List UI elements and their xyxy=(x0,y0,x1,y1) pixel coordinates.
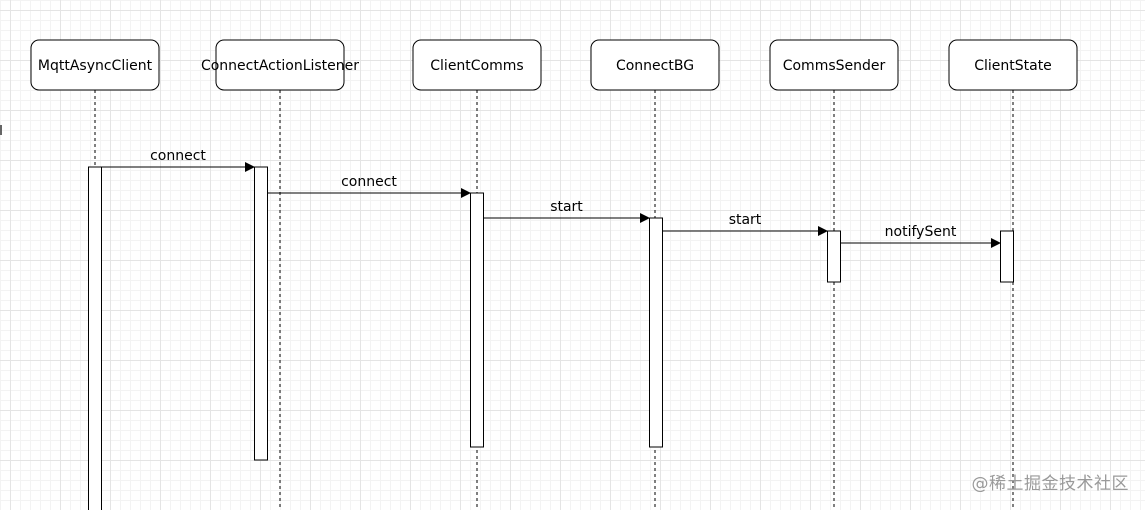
left-edge-marker xyxy=(0,125,2,135)
message-start-3[interactable]: start xyxy=(663,212,828,236)
lifeline-commssender: CommsSender xyxy=(769,39,899,510)
message-label: connect xyxy=(150,148,206,164)
activation-bar-clientstate[interactable] xyxy=(1000,230,1014,283)
lifeline-mqttasyncclient: MqttAsyncClient xyxy=(30,39,160,510)
lifeline-label: ConnectBG xyxy=(616,58,694,74)
message-label: connect xyxy=(341,174,397,190)
message-notifysent-4[interactable]: notifySent xyxy=(841,224,1001,248)
lifeline-clientcomms: ClientComms xyxy=(412,39,542,510)
lifeline-label: ClientComms xyxy=(430,58,523,74)
lifeline-label: ConnectActionListener xyxy=(201,58,359,74)
activation-bar-clientcomms[interactable] xyxy=(470,192,484,448)
lifeline-header-box[interactable] xyxy=(30,39,160,91)
lifeline-clientstate: ClientState xyxy=(948,39,1078,510)
activation-bar-mqttasyncclient[interactable] xyxy=(88,166,102,510)
lifeline-connectactionlistener: ConnectActionListener xyxy=(201,39,359,510)
lifeline-header-box[interactable] xyxy=(215,39,345,91)
lifeline-header-box[interactable] xyxy=(590,39,720,91)
lifeline-label: ClientState xyxy=(974,58,1052,74)
activation-bar-commssender[interactable] xyxy=(827,230,841,283)
lifeline-header-box[interactable] xyxy=(948,39,1078,91)
watermark-text: @稀土掘金技术社区 xyxy=(971,474,1129,494)
message-connect-0[interactable]: connect xyxy=(102,148,255,172)
lifeline-header-box[interactable] xyxy=(412,39,542,91)
message-label: notifySent xyxy=(885,224,957,240)
lifeline-label: MqttAsyncClient xyxy=(38,58,153,74)
activation-bar-connectactionlistener[interactable] xyxy=(254,166,268,461)
activation-bar-connectbg[interactable] xyxy=(649,217,663,448)
message-label: start xyxy=(550,199,583,215)
message-label: start xyxy=(729,212,762,228)
lifeline-label: CommsSender xyxy=(783,58,886,74)
message-start-2[interactable]: start xyxy=(484,199,650,223)
lifeline-header-box[interactable] xyxy=(769,39,899,91)
message-connect-1[interactable]: connect xyxy=(268,174,471,198)
